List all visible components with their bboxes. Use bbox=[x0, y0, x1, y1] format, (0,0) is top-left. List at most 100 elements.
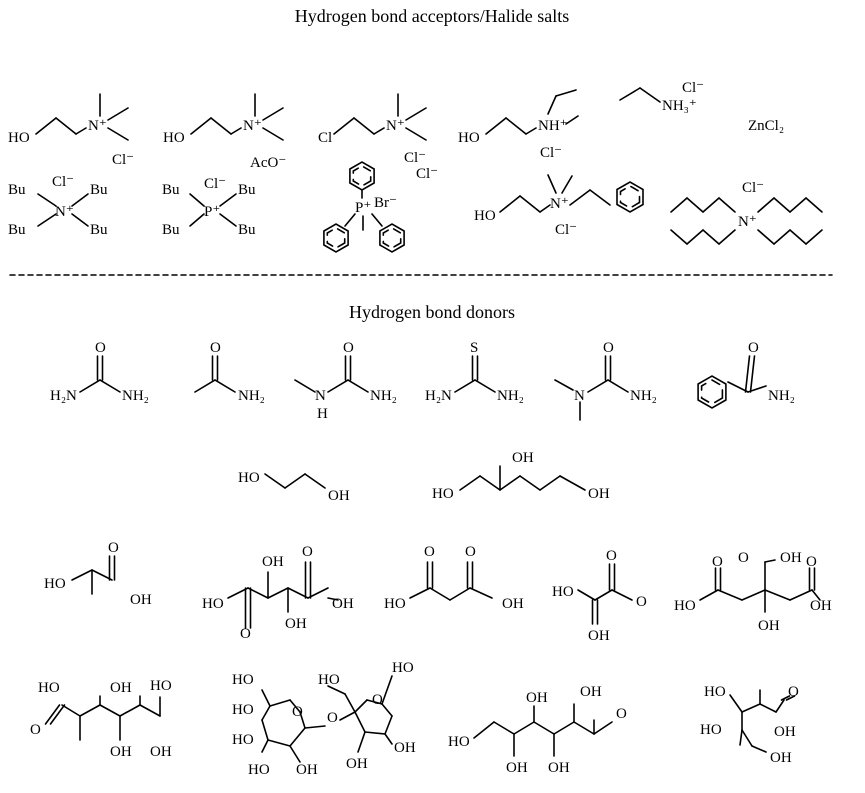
bond bbox=[262, 107, 284, 121]
bond bbox=[449, 587, 471, 601]
atom-label: O bbox=[424, 544, 435, 560]
atom-label: HO bbox=[384, 596, 406, 612]
atom-label: N bbox=[574, 388, 585, 404]
bond bbox=[405, 127, 427, 141]
atom-label: Cl⁻ bbox=[742, 180, 764, 196]
bond bbox=[702, 197, 720, 213]
bond bbox=[344, 213, 356, 227]
bond bbox=[381, 675, 393, 705]
bond bbox=[264, 473, 286, 489]
bond bbox=[190, 117, 212, 135]
bond bbox=[210, 117, 232, 135]
bond bbox=[289, 727, 306, 747]
atom-label: OH bbox=[580, 684, 602, 700]
atom-label: NH₂ bbox=[122, 388, 149, 404]
bond bbox=[764, 589, 791, 601]
atom-label: HO bbox=[474, 208, 496, 224]
atom-label: OH bbox=[296, 762, 318, 778]
bond bbox=[741, 703, 761, 713]
bond bbox=[99, 379, 121, 393]
atom-label: O bbox=[465, 544, 476, 560]
molecule-choline-chloride: HON⁺Cl⁻ bbox=[8, 93, 134, 168]
benzene-ring bbox=[616, 181, 644, 213]
bond bbox=[261, 705, 271, 721]
bond bbox=[727, 381, 749, 393]
bond bbox=[559, 475, 586, 491]
bond bbox=[773, 197, 791, 213]
atom-label: N⁺ bbox=[738, 214, 757, 230]
bond bbox=[459, 475, 481, 491]
bond bbox=[699, 589, 719, 601]
bond bbox=[670, 229, 688, 245]
bond bbox=[607, 379, 629, 393]
atom-label: Bu bbox=[8, 222, 26, 238]
bond bbox=[479, 475, 501, 491]
bond bbox=[780, 695, 791, 701]
bond bbox=[71, 569, 93, 581]
atom-label: OH bbox=[285, 616, 307, 632]
bond bbox=[555, 89, 577, 97]
atom-label: Bu bbox=[90, 222, 108, 238]
atom-label: OH bbox=[588, 628, 610, 644]
atom-label: O bbox=[712, 554, 723, 570]
atom-label: HO bbox=[674, 598, 696, 614]
atom-label: O bbox=[372, 692, 383, 708]
bond bbox=[729, 694, 743, 713]
atom-label: OH bbox=[502, 596, 524, 612]
bond bbox=[262, 127, 284, 141]
bond bbox=[261, 689, 271, 707]
atom-label: OH bbox=[780, 550, 802, 566]
bond bbox=[327, 685, 346, 695]
atom-label: O bbox=[240, 626, 251, 642]
bond bbox=[107, 127, 129, 141]
atom-label: OH bbox=[810, 598, 832, 614]
atom-label: O bbox=[616, 706, 627, 722]
bond bbox=[739, 729, 743, 746]
bond bbox=[189, 213, 205, 227]
bond bbox=[284, 473, 306, 489]
atom-label: P⁺ bbox=[355, 200, 371, 216]
bond bbox=[55, 117, 77, 135]
bond bbox=[577, 589, 596, 601]
molecule-ethylammonium-chloride: NH₃⁺Cl⁻ bbox=[619, 80, 704, 114]
atom-label: O bbox=[292, 704, 303, 720]
atom-label: N⁺ bbox=[550, 196, 569, 212]
bond bbox=[71, 193, 89, 207]
atom-label: O bbox=[327, 710, 338, 726]
benzene-ring bbox=[379, 223, 405, 253]
bond bbox=[717, 589, 743, 601]
bond bbox=[611, 589, 633, 601]
bond bbox=[539, 204, 551, 213]
atom-label: OH bbox=[512, 450, 534, 466]
bond bbox=[702, 229, 720, 245]
bond bbox=[344, 693, 356, 713]
bond bbox=[333, 117, 355, 135]
bond bbox=[764, 559, 776, 563]
bond bbox=[357, 731, 366, 753]
molecule-zinc-chloride: ZnCl₂ bbox=[748, 118, 784, 134]
bond bbox=[381, 703, 393, 717]
molecule-methyltriphenylphosphonium-bromide: P⁺Br⁻ bbox=[323, 161, 405, 253]
bond bbox=[561, 175, 573, 194]
atom-label: HO bbox=[432, 486, 454, 502]
bond bbox=[139, 704, 161, 717]
bond bbox=[327, 379, 349, 393]
benzene-inner-bonds bbox=[619, 185, 641, 209]
bond bbox=[269, 699, 291, 707]
bond bbox=[519, 475, 541, 491]
bond bbox=[805, 229, 823, 245]
benzene-inner-bonds bbox=[382, 227, 402, 249]
atom-label: NH₂ bbox=[630, 388, 657, 404]
bond bbox=[619, 87, 641, 101]
bond bbox=[49, 704, 66, 725]
bond bbox=[219, 213, 237, 227]
bond bbox=[519, 195, 541, 213]
bond bbox=[553, 721, 575, 735]
bond bbox=[718, 197, 736, 213]
atom-label: OH bbox=[588, 486, 610, 502]
atom-label: HO bbox=[163, 130, 185, 146]
